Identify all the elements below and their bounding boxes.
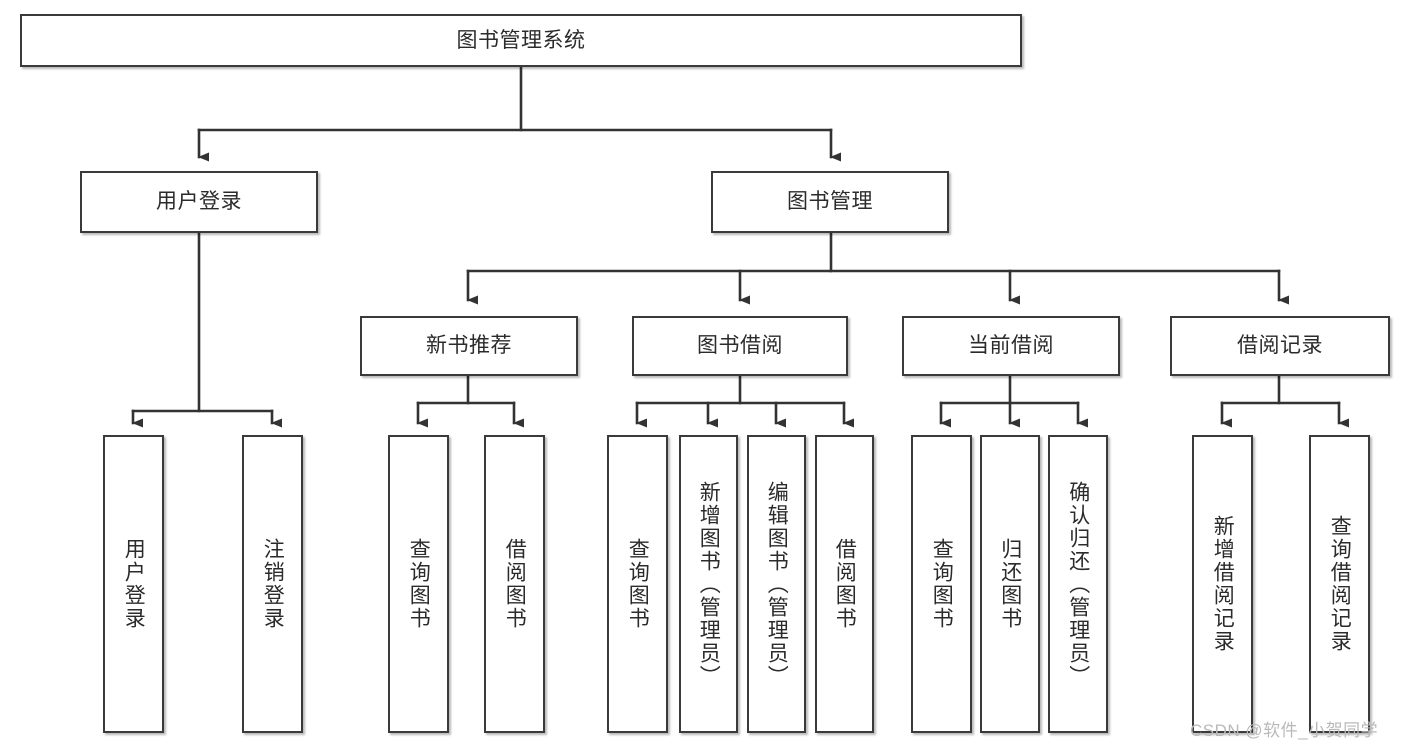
node-new-book-recommend[interactable]: 新书推荐 [360,316,578,376]
node-leaf-query-book-2-label: 查询图书 [626,538,650,630]
node-leaf-return-book[interactable]: 归还图书 [980,435,1040,733]
node-leaf-edit-book-admin-label: 编辑图书（管理员） [765,480,789,688]
node-leaf-user-login[interactable]: 用户登录 [103,435,164,733]
node-leaf-user-login-label: 用户登录 [122,538,146,630]
node-user-login[interactable]: 用户登录 [80,171,318,233]
node-root-book-management-system[interactable]: 图书管理系统 [20,14,1022,67]
node-book-manage[interactable]: 图书管理 [711,171,949,233]
node-leaf-return-book-label: 归还图书 [998,538,1022,630]
node-leaf-query-book-1[interactable]: 查询图书 [388,435,449,733]
node-new-book-recommend-label: 新书推荐 [426,334,512,358]
node-leaf-borrow-book-1[interactable]: 借阅图书 [484,435,545,733]
node-root-label: 图书管理系统 [456,28,586,52]
node-leaf-borrow-book-1-label: 借阅图书 [503,538,527,630]
node-leaf-add-borrow-record-label: 新增借阅记录 [1211,515,1235,653]
node-leaf-add-book-admin-label: 新增图书（管理员） [697,480,721,688]
node-borrow-record-label: 借阅记录 [1237,334,1323,358]
node-book-manage-label: 图书管理 [787,190,873,214]
node-leaf-add-borrow-record[interactable]: 新增借阅记录 [1192,435,1253,733]
node-user-login-label: 用户登录 [156,190,242,214]
node-leaf-confirm-return-admin[interactable]: 确认归还（管理员） [1048,435,1108,733]
node-book-borrow-label: 图书借阅 [697,334,783,358]
node-leaf-confirm-return-admin-label: 确认归还（管理员） [1066,480,1090,688]
node-leaf-query-book-2[interactable]: 查询图书 [607,435,668,733]
node-leaf-add-book-admin[interactable]: 新增图书（管理员） [679,435,738,733]
node-borrow-record[interactable]: 借阅记录 [1170,316,1390,376]
node-book-borrow[interactable]: 图书借阅 [632,316,848,376]
node-leaf-query-book-3-label: 查询图书 [930,538,954,630]
node-current-borrow-label: 当前借阅 [968,334,1054,358]
node-leaf-logout-login[interactable]: 注销登录 [242,435,303,733]
node-current-borrow[interactable]: 当前借阅 [902,316,1120,376]
node-leaf-borrow-book-2-label: 借阅图书 [833,538,857,630]
node-leaf-query-borrow-record-label: 查询借阅记录 [1328,515,1352,653]
node-leaf-query-borrow-record[interactable]: 查询借阅记录 [1309,435,1370,733]
node-leaf-query-book-1-label: 查询图书 [407,538,431,630]
node-leaf-query-book-3[interactable]: 查询图书 [911,435,972,733]
node-leaf-borrow-book-2[interactable]: 借阅图书 [815,435,874,733]
node-leaf-edit-book-admin[interactable]: 编辑图书（管理员） [747,435,806,733]
node-leaf-logout-login-label: 注销登录 [261,538,285,630]
